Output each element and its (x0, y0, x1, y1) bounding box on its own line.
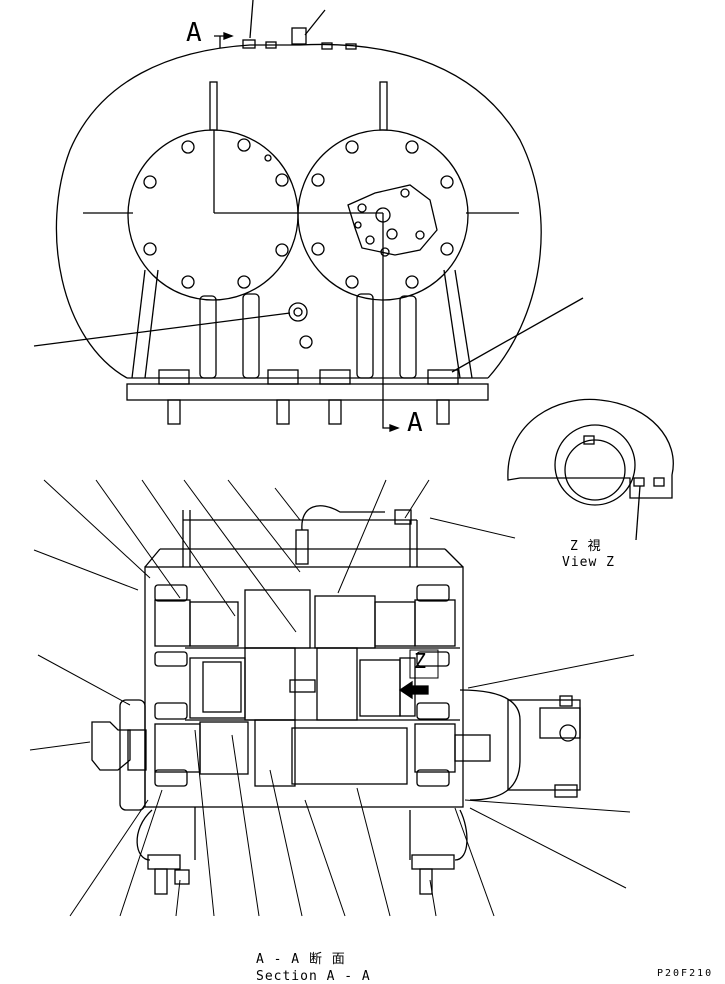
oil-level-plug (288, 302, 308, 322)
view-z-housing (507, 398, 674, 499)
temperature-sensor (295, 529, 309, 565)
pump-mount-plate (347, 184, 438, 256)
bearings (154, 584, 450, 787)
left-gear-cover (127, 129, 299, 301)
left-cover-bolts (143, 138, 289, 289)
breather-cap (291, 27, 307, 45)
section-caption-en: Section A - A (256, 969, 371, 984)
section-a-a (29, 479, 635, 917)
gear-case-top-view (33, 0, 584, 432)
view-z (507, 398, 674, 541)
view-z-arrow (398, 680, 429, 700)
right-cover-bolts (311, 140, 454, 289)
section-line-a (214, 35, 398, 429)
section-mark-bottom: A (407, 408, 423, 438)
left-input-adapter (91, 699, 147, 811)
view-z-marker: Z (414, 649, 427, 673)
section-caption-jp: A - A 断 面 (256, 952, 346, 967)
gear-case-housing (55, 43, 542, 379)
dipstick (209, 81, 218, 131)
base-plate (126, 383, 489, 401)
section-frame (144, 566, 464, 808)
base-bolts (158, 369, 459, 425)
hydraulic-pump (454, 689, 581, 801)
view-z-title-jp: Z 視 (570, 539, 602, 554)
upper-gear-set (154, 589, 456, 649)
section-leader-lines (29, 479, 635, 917)
middle-gear-set (189, 647, 416, 721)
section-mark-top: A (186, 18, 202, 48)
view-z-title-en: View Z (562, 555, 615, 570)
drawing-number: P20F210 (657, 968, 714, 979)
view-z-shaft (564, 439, 626, 501)
